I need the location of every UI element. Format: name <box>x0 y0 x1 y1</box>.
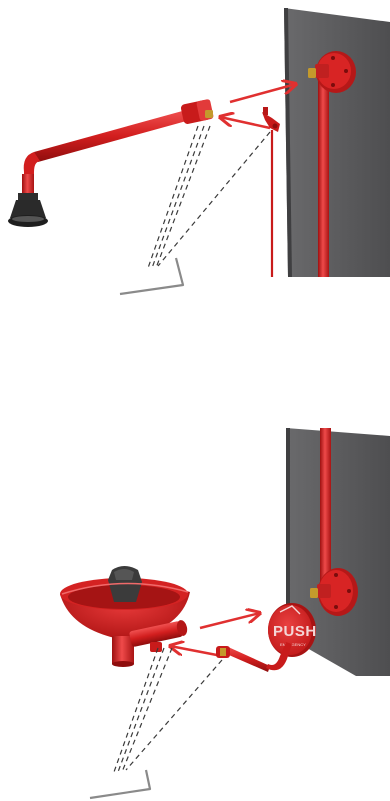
shower-arm <box>22 99 214 194</box>
sight-lines-top <box>148 126 270 268</box>
arrow-wall-to-arm <box>220 117 270 128</box>
hex-key-icon-bottom <box>90 770 150 798</box>
brass-fitting-top <box>308 68 316 78</box>
arrow-lever-to-bowl <box>170 646 222 656</box>
brass-fitting-bottom <box>310 588 318 598</box>
top-assembly <box>8 8 390 294</box>
sight-lines-bottom <box>114 648 222 772</box>
arrow-bowl-to-wall <box>200 613 260 628</box>
shower-head <box>8 193 48 227</box>
bottom-assembly: PUSH EMERGENCY <box>60 428 390 798</box>
wall-panel-top <box>284 8 390 277</box>
push-fine-print: EMERGENCY <box>280 642 306 647</box>
pull-rod-bracket <box>262 107 280 132</box>
push-label: PUSH <box>273 623 317 640</box>
supply-pipe-bottom <box>320 428 331 593</box>
supply-pipe-top <box>318 70 329 277</box>
hex-key-icon <box>120 258 183 294</box>
